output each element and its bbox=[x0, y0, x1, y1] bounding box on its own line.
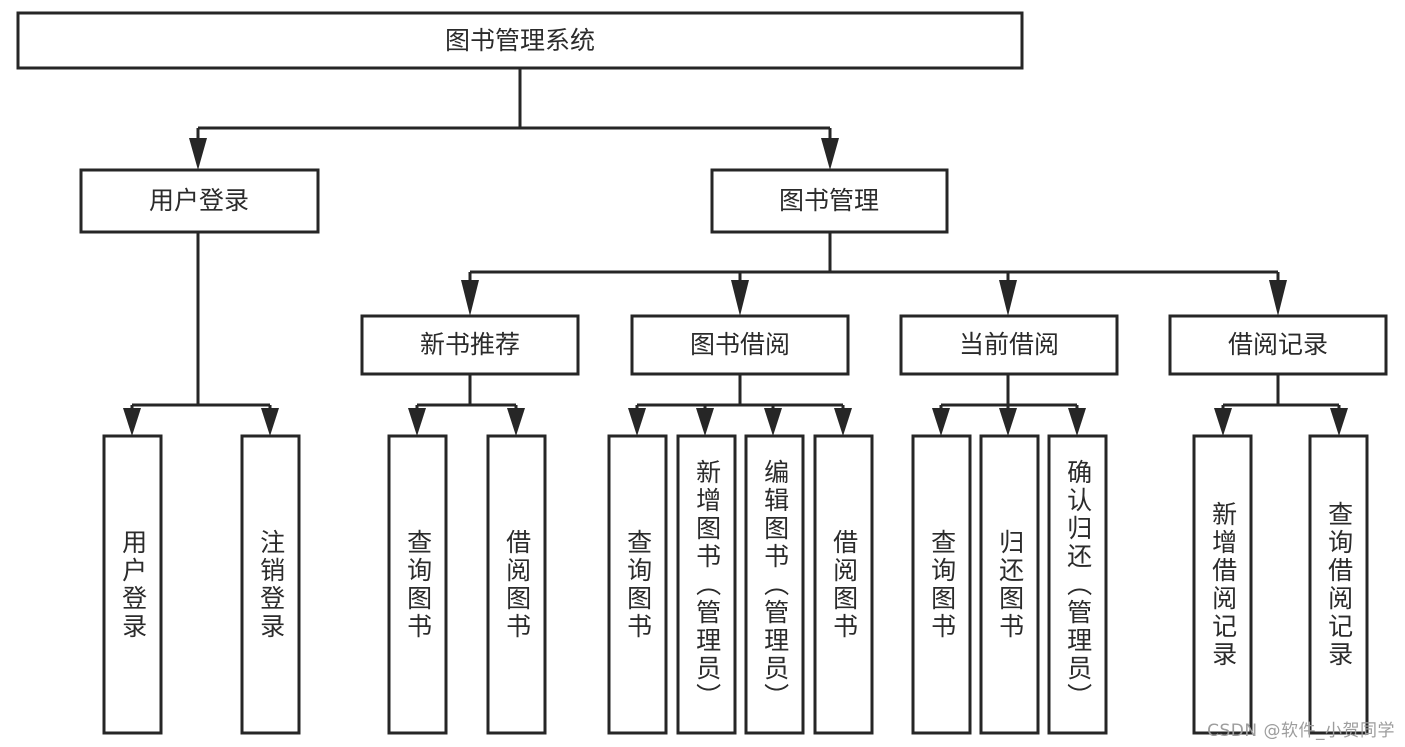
arrow-book-borrow bbox=[731, 280, 749, 316]
arrow-leaf-bb-edit bbox=[764, 408, 782, 436]
node-current-borrow-label: 当前借阅 bbox=[959, 330, 1059, 359]
connectors-user-login-to-leaves bbox=[123, 232, 279, 436]
node-user-login-label: 用户登录 bbox=[149, 186, 249, 215]
connectors-book-manage-to-level2 bbox=[461, 232, 1287, 316]
leaf-box-nb-query-book[interactable] bbox=[387, 434, 448, 735]
connectors-book-borrow-to-leaves bbox=[628, 374, 852, 436]
node-new-book-recommend-box[interactable] bbox=[360, 314, 580, 376]
arrow-leaf-logout bbox=[261, 408, 279, 436]
arrow-leaf-nb-borrow bbox=[507, 408, 525, 436]
node-new-book-recommend[interactable]: 新书推荐 bbox=[360, 314, 580, 376]
leaf-box-logout[interactable] bbox=[240, 434, 301, 735]
node-book-manage-label: 图书管理 bbox=[779, 186, 879, 215]
node-book-manage-box[interactable] bbox=[710, 168, 949, 234]
leaf-box-bb-add-book[interactable] bbox=[676, 434, 737, 735]
leaf-box-bb-edit-book[interactable] bbox=[744, 434, 805, 735]
arrow-leaf-user-login bbox=[123, 408, 141, 436]
arrow-leaf-bb-borrow bbox=[834, 408, 852, 436]
node-book-manage[interactable]: 图书管理 bbox=[710, 168, 949, 234]
leaf-box-cb-return-book[interactable] bbox=[979, 434, 1040, 735]
arrow-leaf-cb-confirm bbox=[1068, 408, 1086, 436]
node-root-label: 图书管理系统 bbox=[445, 26, 595, 55]
leaf-box-user-login[interactable] bbox=[102, 434, 163, 735]
arrow-leaf-br-query bbox=[1330, 408, 1348, 436]
node-root-box[interactable] bbox=[16, 11, 1024, 70]
arrow-leaf-nb-query bbox=[408, 408, 426, 436]
node-user-login[interactable]: 用户登录 bbox=[79, 168, 320, 234]
leaf-box-br-add-record[interactable] bbox=[1192, 434, 1253, 735]
arrow-borrow-record bbox=[1269, 280, 1287, 316]
node-book-borrow-label: 图书借阅 bbox=[690, 330, 790, 359]
arrow-leaf-bb-query bbox=[628, 408, 646, 436]
leaf-box-cb-query-book[interactable] bbox=[911, 434, 972, 735]
node-book-borrow[interactable]: 图书借阅 bbox=[630, 314, 850, 376]
arrow-current-borrow bbox=[999, 280, 1017, 316]
node-book-borrow-box[interactable] bbox=[630, 314, 850, 376]
arrow-user-login bbox=[189, 138, 207, 170]
node-borrow-record-label: 借阅记录 bbox=[1228, 330, 1328, 359]
connectors-borrow-record-to-leaves bbox=[1214, 374, 1348, 436]
node-borrow-record[interactable]: 借阅记录 bbox=[1168, 314, 1388, 376]
node-current-borrow-box[interactable] bbox=[899, 314, 1119, 376]
node-root[interactable]: 图书管理系统 bbox=[16, 11, 1024, 70]
node-current-borrow[interactable]: 当前借阅 bbox=[899, 314, 1119, 376]
node-user-login-box[interactable] bbox=[79, 168, 320, 234]
leaf-box-nb-borrow-book[interactable] bbox=[486, 434, 547, 735]
node-new-book-recommend-label: 新书推荐 bbox=[420, 330, 520, 359]
arrow-leaf-cb-query bbox=[932, 408, 950, 436]
arrow-new-book bbox=[461, 280, 479, 316]
connectors-root-to-level1 bbox=[189, 68, 839, 170]
node-borrow-record-box[interactable] bbox=[1168, 314, 1388, 376]
leaf-box-bb-query-book[interactable] bbox=[607, 434, 668, 735]
arrow-leaf-cb-return bbox=[999, 408, 1017, 436]
csdn-watermark: CSDN @软件_小贺同学 bbox=[1207, 721, 1395, 741]
connectors-new-book-to-leaves bbox=[408, 374, 525, 436]
arrow-leaf-br-add bbox=[1214, 408, 1232, 436]
arrow-leaf-bb-add bbox=[696, 408, 714, 436]
leaf-box-bb-borrow-book[interactable] bbox=[813, 434, 874, 735]
connectors-current-borrow-to-leaves bbox=[932, 374, 1086, 436]
leaf-box-br-query-record[interactable] bbox=[1308, 434, 1369, 735]
arrow-book-manage bbox=[821, 138, 839, 170]
leaf-box-cb-confirm-return[interactable] bbox=[1047, 434, 1108, 735]
